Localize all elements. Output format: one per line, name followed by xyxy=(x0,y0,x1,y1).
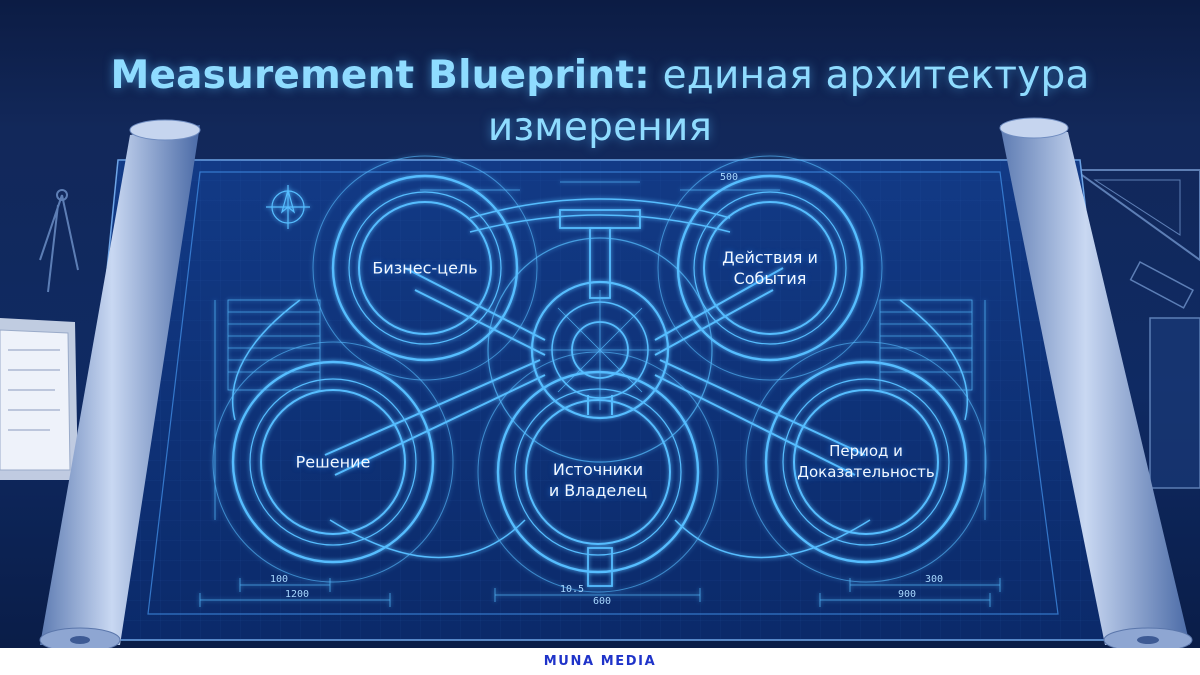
node-business-goal: Бизнес-цель xyxy=(372,258,478,278)
dimension-label: 500 xyxy=(720,172,738,183)
central-hub xyxy=(487,237,713,463)
dimension-label: 1200 xyxy=(285,589,309,600)
blueprint-stage: 100 1200 10.5 600 300 900 500 Measuremen… xyxy=(0,0,1200,648)
title-bold: Measurement Blueprint: xyxy=(110,53,650,98)
dimension-label: 900 xyxy=(898,589,916,600)
dimension-label: 10.5 xyxy=(560,584,584,595)
desk-tools xyxy=(39,169,1200,489)
dimension-label: 100 xyxy=(270,574,288,585)
dimension-label: 600 xyxy=(593,596,611,607)
blueprint-drawing: 100 1200 10.5 600 300 900 500 xyxy=(0,117,1200,648)
connector-bands xyxy=(231,198,969,559)
side-rails xyxy=(227,299,973,391)
compass-icon xyxy=(39,194,79,293)
triangle-ruler-icon xyxy=(1071,169,1200,262)
dimension-lines xyxy=(199,181,1001,607)
right-paper-roll xyxy=(999,117,1193,648)
paper-stack xyxy=(0,318,78,480)
node-actions-events: Действия и События xyxy=(722,248,818,288)
page-title: Measurement Blueprint: единая архитектур… xyxy=(0,50,1200,154)
north-arrow-icon xyxy=(266,185,310,229)
brand-logo: MUNA MEDIA xyxy=(543,654,657,669)
footer-bar: MUNA MEDIA xyxy=(0,648,1200,675)
node-sources-owner: Источники и Владелец xyxy=(548,460,648,500)
node-period-evidence-ring xyxy=(745,341,987,583)
dimension-label: 300 xyxy=(925,574,943,585)
node-decision: Решение xyxy=(295,452,371,472)
title-rest: единая архитектура измерения xyxy=(487,53,1090,150)
node-decision-ring xyxy=(212,341,454,583)
node-sources-owner-ring xyxy=(477,351,719,593)
architecture-diagram xyxy=(199,155,1001,607)
node-period-evidence: Период и Доказательность xyxy=(797,442,935,481)
node-business-goal-ring xyxy=(312,155,538,381)
left-paper-roll xyxy=(39,119,201,648)
ruler-icon xyxy=(1129,260,1194,309)
node-actions-events-ring xyxy=(657,155,883,381)
